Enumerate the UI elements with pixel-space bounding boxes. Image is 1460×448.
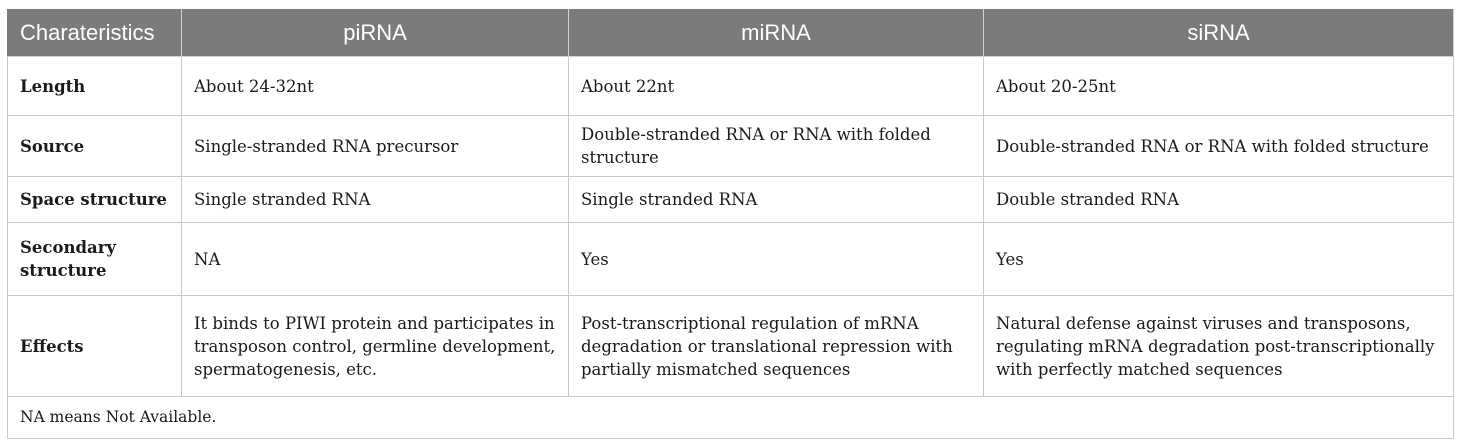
row-label: Space structure xyxy=(7,176,182,223)
table-footnote: NA means Not Available. xyxy=(7,396,1454,439)
row-label: Effects xyxy=(7,295,182,397)
cell-pirna: It binds to PIWI protein and participate… xyxy=(181,295,569,397)
cell-sirna: Natural defense against viruses and tran… xyxy=(983,295,1454,397)
cell-mirna: Double-stranded RNA or RNA with folded s… xyxy=(568,115,984,177)
header-mirna: miRNA xyxy=(568,9,984,57)
table-row: Source Single-stranded RNA precursor Dou… xyxy=(7,115,1454,177)
cell-pirna: Single-stranded RNA precursor xyxy=(181,115,569,177)
row-label: Source xyxy=(7,115,182,177)
table-header-row: Charateristics piRNA miRNA siRNA xyxy=(7,9,1454,57)
header-pirna: piRNA xyxy=(181,9,569,57)
cell-mirna: About 22nt xyxy=(568,56,984,116)
cell-pirna: NA xyxy=(181,222,569,296)
row-label: Secondary structure xyxy=(7,222,182,296)
cell-mirna: Single stranded RNA xyxy=(568,176,984,223)
cell-pirna: About 24-32nt xyxy=(181,56,569,116)
cell-pirna: Single stranded RNA xyxy=(181,176,569,223)
cell-sirna: Double stranded RNA xyxy=(983,176,1454,223)
cell-sirna: Double-stranded RNA or RNA with folded s… xyxy=(983,115,1454,177)
cell-sirna: Yes xyxy=(983,222,1454,296)
header-sirna: siRNA xyxy=(983,9,1454,57)
comparison-table-container: Charateristics piRNA miRNA siRNA Length … xyxy=(7,9,1454,439)
table-row: Secondary structure NA Yes Yes xyxy=(7,222,1454,296)
cell-mirna: Post-transcriptional regulation of mRNA … xyxy=(568,295,984,397)
table-row: Space structure Single stranded RNA Sing… xyxy=(7,176,1454,223)
cell-mirna: Yes xyxy=(568,222,984,296)
cell-sirna: About 20-25nt xyxy=(983,56,1454,116)
table-row: Effects It binds to PIWI protein and par… xyxy=(7,295,1454,397)
table-footnote-row: NA means Not Available. xyxy=(7,396,1454,439)
header-characteristics: Charateristics xyxy=(7,9,182,57)
row-label: Length xyxy=(7,56,182,116)
rna-comparison-table: Charateristics piRNA miRNA siRNA Length … xyxy=(7,9,1454,439)
table-row: Length About 24-32nt About 22nt About 20… xyxy=(7,56,1454,116)
